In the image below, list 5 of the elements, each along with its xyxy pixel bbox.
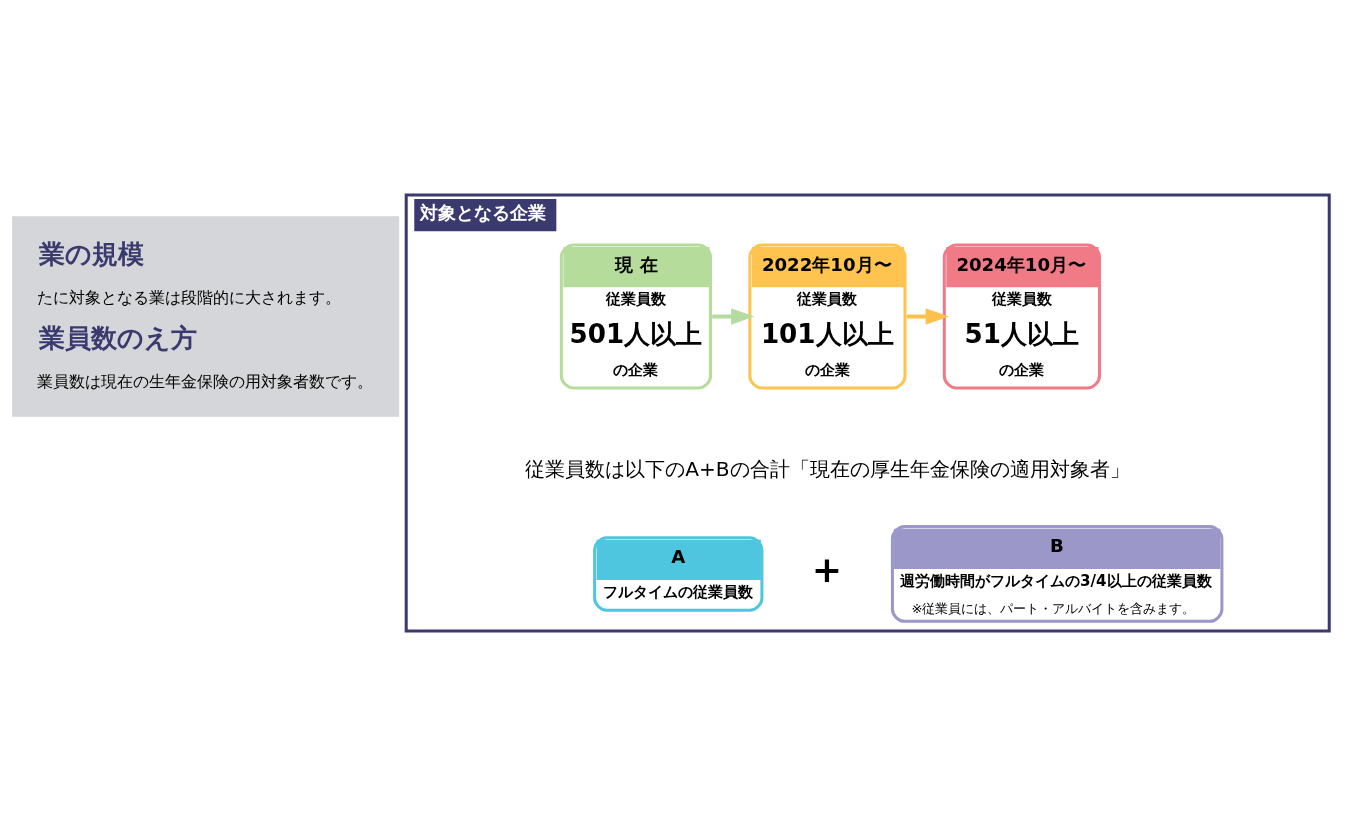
label: + xyxy=(811,547,843,591)
arrow xyxy=(906,308,949,325)
arrow xyxy=(712,308,755,325)
label: 従業員数は以下のA+Bの合計「現在の厚生年金保険の適用対象者」 xyxy=(525,456,1130,481)
node-box: 業の規模 たに対象となる業は段階的に大されます。 業員数のえ方 業員数は現在の生年金保険の用対象者数です。 xyxy=(12,216,400,417)
